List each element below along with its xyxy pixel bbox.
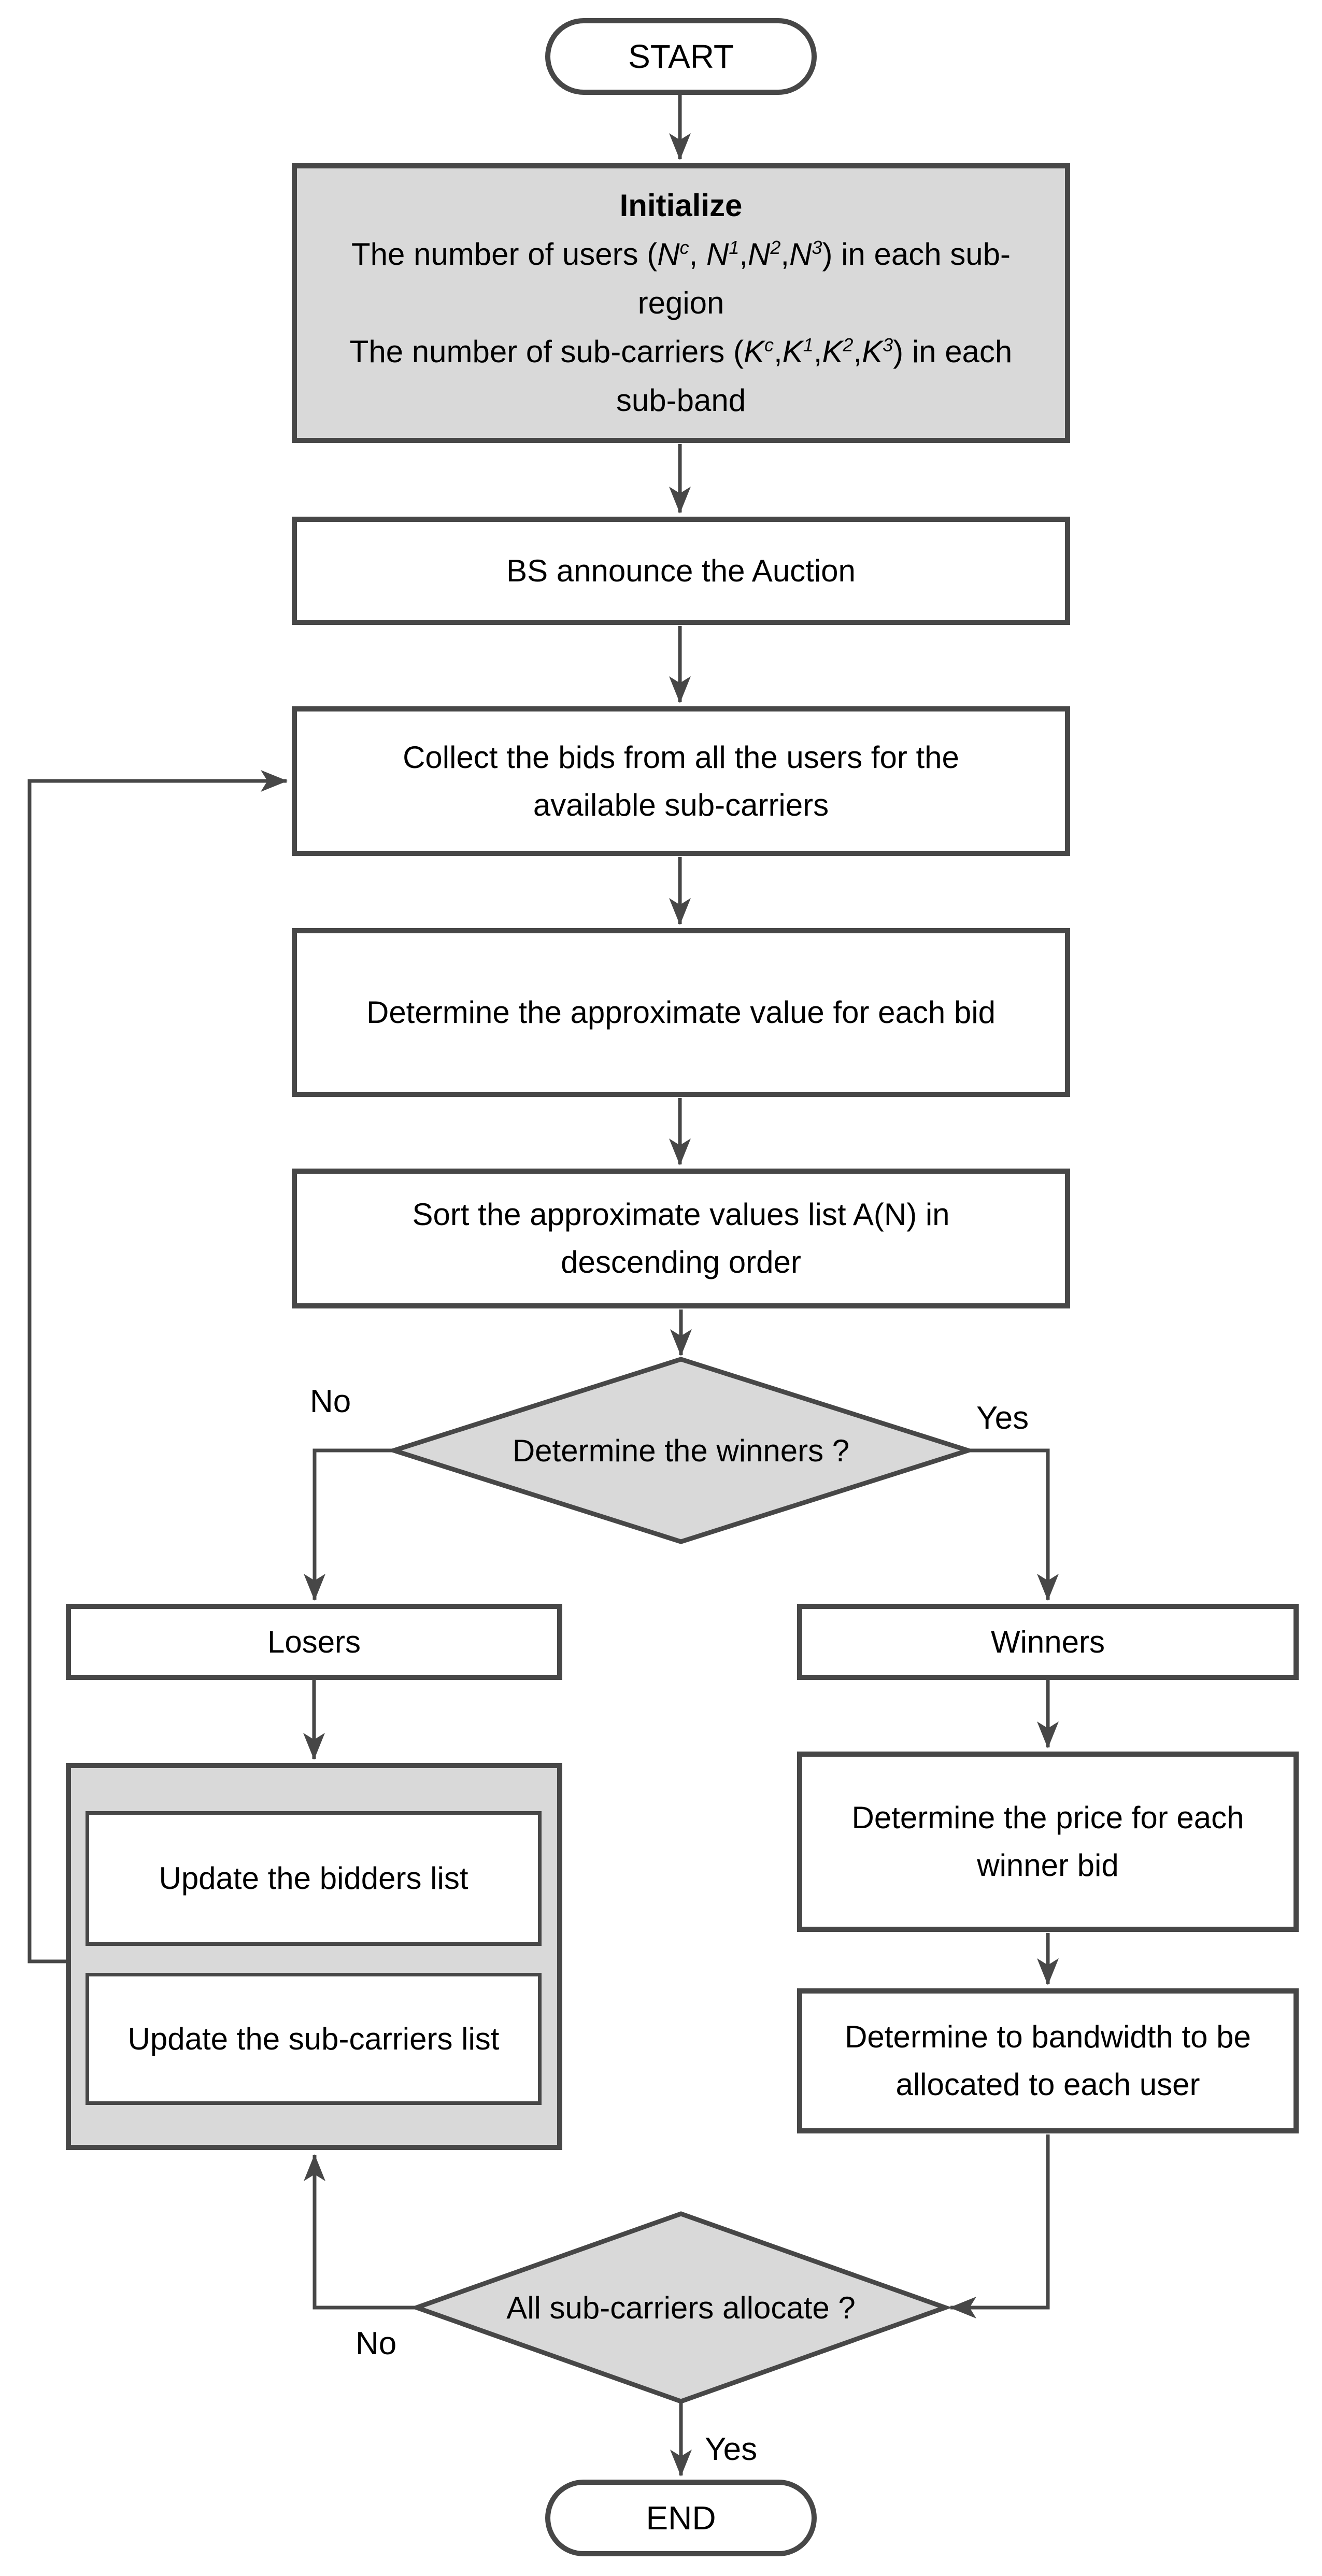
text-segment: K <box>862 334 883 369</box>
text-segment: , <box>780 237 790 272</box>
node-initialize: Initialize The number of users (Nc, N1,N… <box>292 163 1070 443</box>
text-segment: region <box>637 286 724 320</box>
text-segment: , <box>739 237 748 272</box>
text-segment: K <box>822 334 843 369</box>
text-line: Update the sub-carriers list <box>127 2021 500 2056</box>
edge-allocate-no-container <box>304 2154 417 2310</box>
text-segment: , <box>813 334 822 369</box>
node-end: END <box>545 2480 817 2556</box>
text-line: available sub-carriers <box>533 787 829 822</box>
edge-loopback-collect <box>27 770 288 1963</box>
text-line: Losers <box>267 1624 361 1659</box>
edge-decision-no-losers <box>304 1448 394 1601</box>
decision-winners-label: Determine the winners ? <box>512 1433 850 1468</box>
text-segment: K <box>743 334 764 369</box>
superscript: 2 <box>770 237 781 258</box>
text-line: Collect the bids from all the users for … <box>403 739 959 775</box>
node-losers: Losers <box>66 1604 562 1680</box>
node-announce: BS announce the Auction <box>292 517 1070 625</box>
text-line: descending order <box>561 1245 801 1279</box>
text-line: BS announce the Auction <box>506 553 856 588</box>
initialize-line-subcarriers: The number of sub-carriers (Kc,K1,K2,K3)… <box>350 328 1013 376</box>
superscript: 1 <box>803 334 814 355</box>
decision-winners-yes-label: Yes <box>976 1400 1029 1436</box>
text-segment: K <box>782 334 803 369</box>
text-line: Update the bidders list <box>159 1861 468 1896</box>
node-start: START <box>545 18 817 95</box>
node-bandwidth: Determine to bandwidth to be allocated to… <box>797 1988 1299 2133</box>
text-segment: ) in each <box>893 334 1013 369</box>
superscript: c <box>764 334 774 355</box>
decision-winners-no-label: No <box>310 1384 351 1419</box>
superscript: 2 <box>843 334 854 355</box>
superscript: 1 <box>729 237 740 258</box>
text-segment: N <box>706 237 729 272</box>
text-segment: N <box>748 237 771 272</box>
node-winners: Winners <box>797 1604 1299 1680</box>
start-label: START <box>628 38 734 75</box>
initialize-line-subband: sub-band <box>616 376 746 425</box>
text-line: Winners <box>990 1624 1105 1659</box>
text-line: Determine the price for each <box>851 1800 1244 1835</box>
text-line: allocated to each user <box>895 2067 1200 2102</box>
decision-allocate-yes-label: Yes <box>705 2431 758 2467</box>
decision-diamond-allocate <box>409 2211 953 2404</box>
superscript: 3 <box>883 334 893 355</box>
node-collect-bids: Collect the bids from all the users for … <box>292 706 1070 856</box>
text-segment: , <box>773 334 783 369</box>
decision-allocate-no-label: No <box>356 2326 397 2361</box>
node-price: Determine the price for each winner bid <box>797 1752 1299 1932</box>
node-approximate-value: Determine the approximate value for each… <box>292 928 1070 1097</box>
text-segment: , <box>689 237 706 272</box>
node-sort: Sort the approximate values list A(N) in… <box>292 1169 1070 1308</box>
superscript: 3 <box>812 237 822 258</box>
node-update-bidders: Update the bidders list <box>86 1811 542 1946</box>
initialize-line-users: The number of users (Nc, N1,N2,N3) in ea… <box>351 230 1011 279</box>
end-label: END <box>646 2499 716 2537</box>
text-line: winner bid <box>977 1848 1119 1883</box>
text-line: Sort the approximate values list A(N) in <box>412 1197 950 1232</box>
decision-diamond-winners <box>386 1357 976 1544</box>
initialize-line-region: region <box>638 279 724 328</box>
text-segment: The number of users ( <box>351 237 658 272</box>
text-segment: N <box>657 237 680 272</box>
superscript: c <box>679 237 689 258</box>
text-segment: N <box>789 237 812 272</box>
node-update-subcarriers: Update the sub-carriers list <box>86 1973 542 2105</box>
edge-bandwidth-decision-allocate <box>949 2134 1050 2318</box>
text-segment: , <box>853 334 862 369</box>
text-segment: The number of sub-carriers ( <box>349 334 744 369</box>
text-line: Determine to bandwidth to be <box>845 2019 1251 2054</box>
text-segment: ) in each sub- <box>822 237 1011 272</box>
decision-allocate-label: All sub-carriers allocate ? <box>506 2290 856 2325</box>
edge-decision-yes-winners <box>968 1448 1059 1601</box>
text-segment: sub-band <box>616 383 746 418</box>
initialize-title: Initialize <box>619 188 743 223</box>
text-line: Determine the approximate value for each… <box>366 995 996 1030</box>
